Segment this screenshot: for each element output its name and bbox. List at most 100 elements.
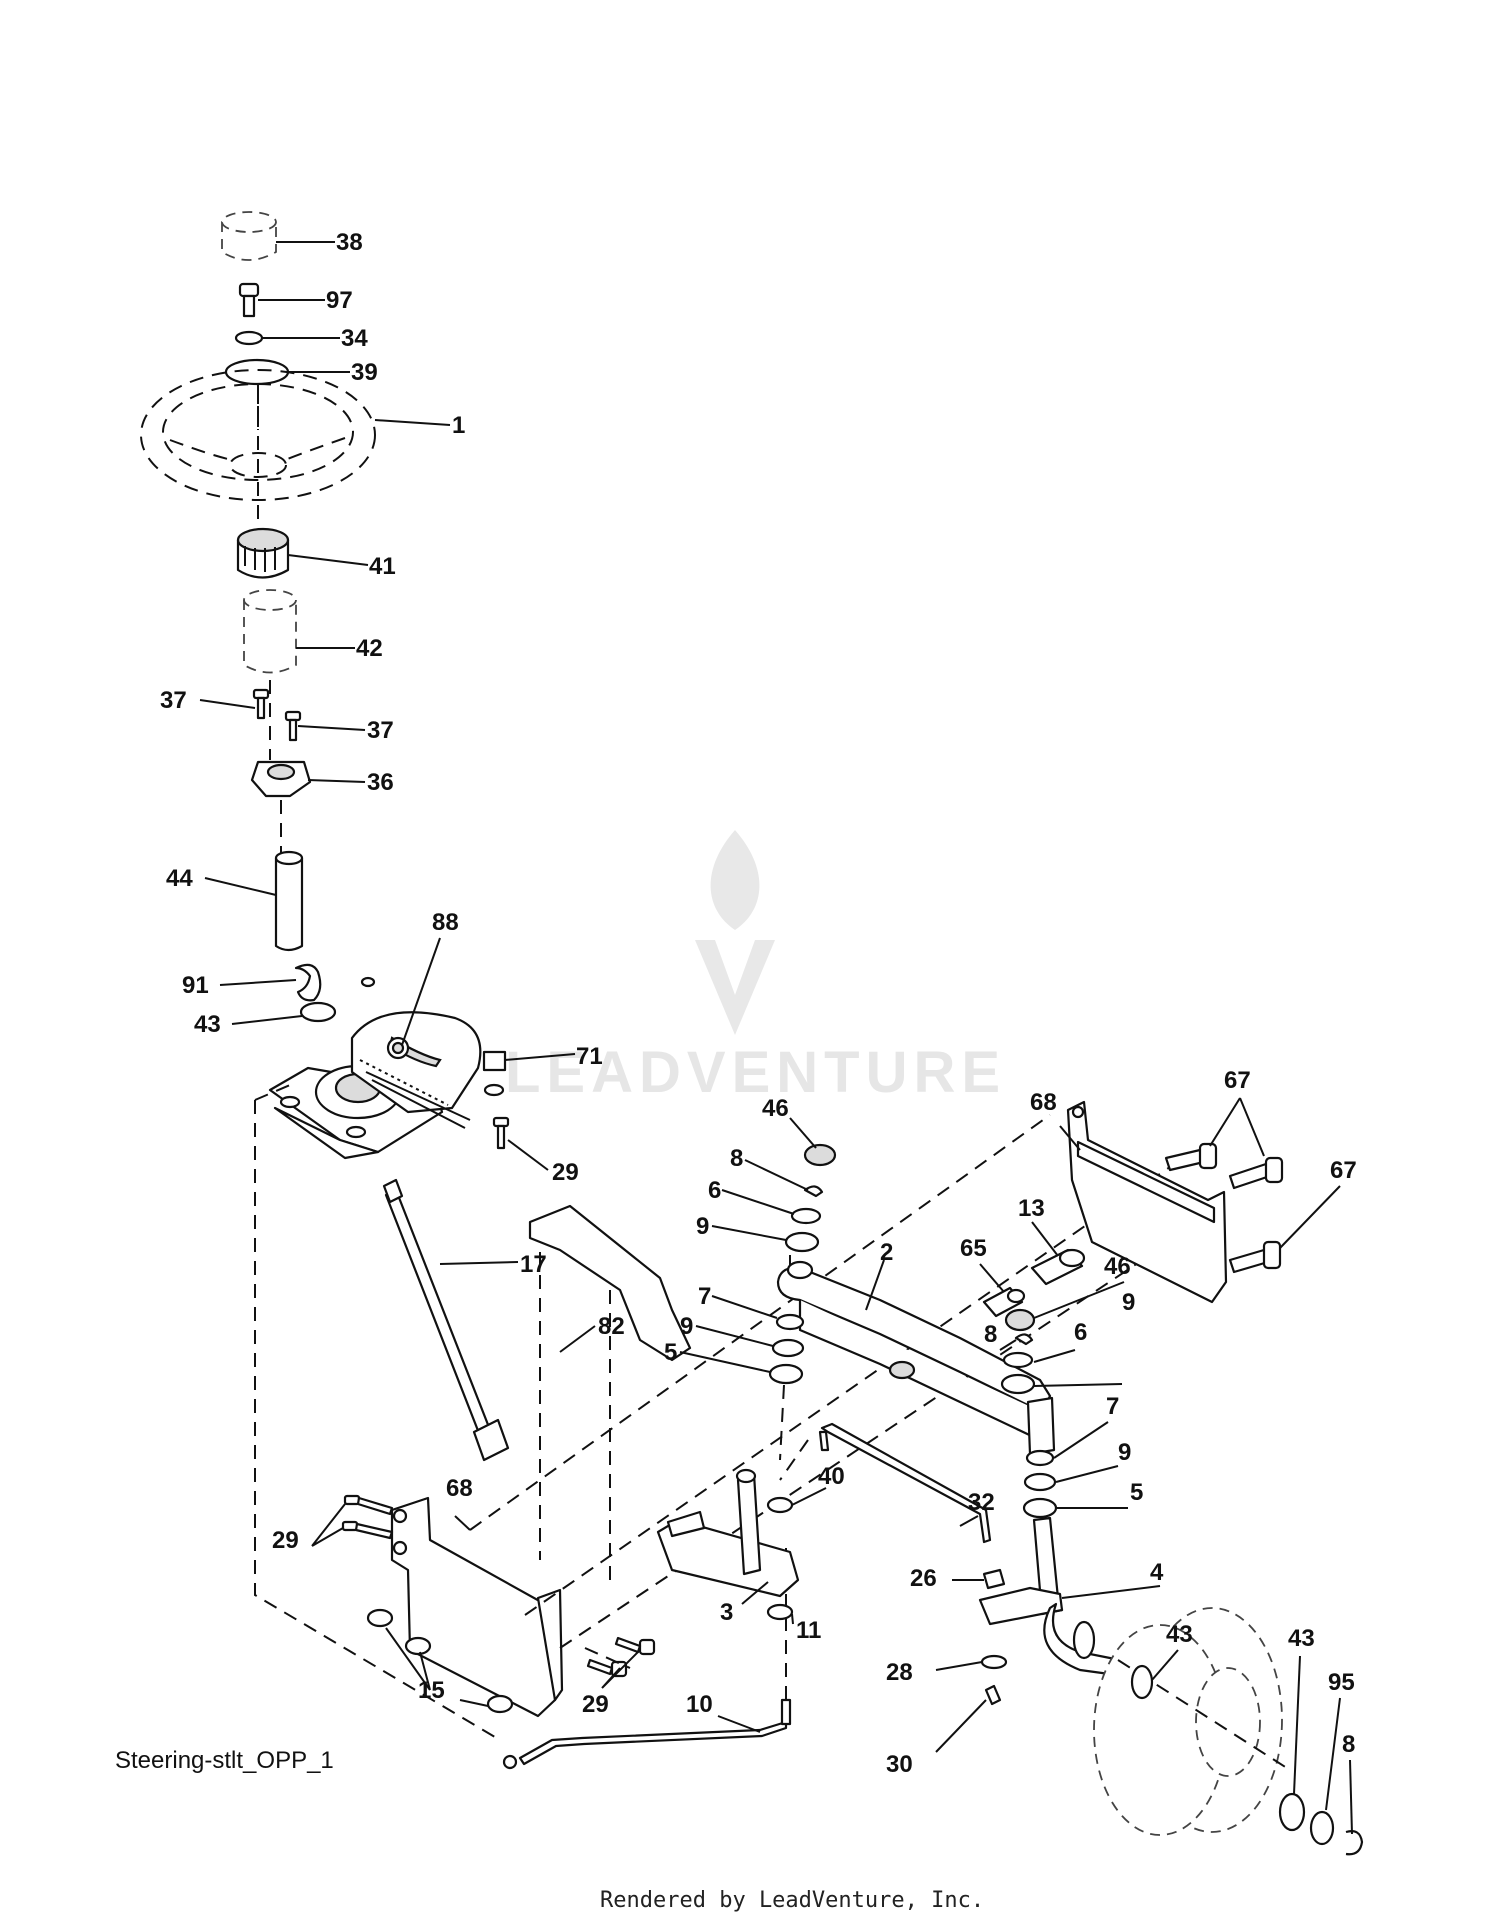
small-washer — [360, 976, 376, 988]
watermark-text: LEADVENTURE — [505, 1040, 1006, 1105]
bushing-part-7-right — [1025, 1449, 1055, 1467]
callout-43-spindle: 43 — [1166, 1621, 1193, 1648]
callout-5-left: 5 — [664, 1339, 677, 1366]
callout-82: 82 — [598, 1313, 625, 1340]
callout-67-right: 67 — [1330, 1157, 1357, 1184]
callout-97: 97 — [326, 287, 353, 314]
callout-68-lower: 68 — [446, 1475, 473, 1502]
mounting-plate-part-68-lower — [390, 1496, 564, 1718]
tie-rod-part-10 — [502, 1698, 792, 1770]
callout-5-right: 5 — [1130, 1479, 1143, 1506]
thrust-washer-part-5-left — [768, 1363, 804, 1385]
washer-part-6-right — [1002, 1351, 1034, 1369]
callout-95: 95 — [1328, 1669, 1355, 1696]
clip-part-8-wheel — [1345, 1830, 1364, 1856]
bolt-part-29-left — [341, 1494, 394, 1540]
leadventure-watermark: LEADVENTURE — [505, 830, 1006, 1105]
bolt-part-29-lower — [586, 1636, 656, 1678]
leader-lines — [199, 241, 1353, 1835]
bushing-part-7-left — [775, 1313, 805, 1331]
assembly-guide-top — [254, 1084, 291, 1101]
callout-9-left: 9 — [696, 1213, 709, 1240]
cap-part-46-left — [803, 1143, 837, 1167]
callout-9-left-lower: 9 — [680, 1313, 693, 1340]
callout-6-left: 6 — [708, 1177, 721, 1204]
washer-part-9-left — [784, 1231, 820, 1253]
bracket-part-82 — [528, 1204, 692, 1580]
pinion-shaft-part-17 — [382, 1178, 510, 1462]
callout-28: 28 — [886, 1659, 913, 1686]
callout-42: 42 — [356, 635, 383, 662]
nut-part-40 — [766, 1496, 794, 1514]
thrust-washer-part-5-right — [1022, 1497, 1058, 1519]
callout-41: 41 — [369, 553, 396, 580]
diagram-caption: Steering-stlt_OPP_1 — [115, 1747, 334, 1774]
guide-line-7 — [779, 1384, 785, 1461]
callout-67-upper: 67 — [1224, 1067, 1251, 1094]
footer-credit: Rendered by LeadVenture, Inc. — [600, 1888, 984, 1913]
steering-arm-part-3 — [656, 1468, 800, 1598]
screw-part-37-left — [252, 688, 270, 720]
callout-17: 17 — [520, 1251, 547, 1278]
bolt-part-67-b — [1228, 1156, 1284, 1190]
clip-part-8-right — [1014, 1333, 1034, 1346]
callout-9-right-lower: 9 — [1118, 1439, 1131, 1466]
clip-part-91 — [294, 963, 322, 1002]
callout-37-right: 37 — [367, 717, 394, 744]
callout-71: 71 — [576, 1043, 603, 1070]
callout-39: 39 — [351, 359, 378, 386]
callout-9-right: 9 — [1122, 1289, 1135, 1316]
washer-part-43-upper — [299, 1001, 337, 1023]
callout-37-left: 37 — [160, 687, 187, 714]
callout-8-left: 8 — [730, 1145, 743, 1172]
callout-38: 38 — [336, 229, 363, 256]
washer-part-43-inner — [1130, 1664, 1154, 1700]
callout-13: 13 — [1018, 1195, 1045, 1222]
bolt-part-67-a — [1164, 1142, 1218, 1172]
bolt-part-97 — [238, 282, 260, 318]
cap-part-38 — [221, 211, 277, 261]
callout-88: 88 — [432, 909, 459, 936]
callout-32: 32 — [968, 1489, 995, 1516]
callout-2: 2 — [880, 1239, 893, 1266]
callout-30: 30 — [886, 1751, 913, 1778]
steering-gear-part-71 — [268, 1011, 507, 1160]
callout-43-upper: 43 — [194, 1011, 221, 1038]
spacer-part-65 — [982, 1286, 1026, 1318]
callout-6-right: 6 — [1074, 1319, 1087, 1346]
guide-line-2 — [524, 1159, 1181, 1616]
washer-part-6-left — [790, 1207, 822, 1225]
cap-part-46-right — [1004, 1308, 1036, 1332]
bolt-part-29-upper — [492, 1116, 510, 1150]
guide-line-8 — [779, 1439, 809, 1481]
callout-36: 36 — [367, 769, 394, 796]
screw-part-37-right — [284, 710, 302, 742]
mounting-plate-part-68-upper — [1066, 1100, 1228, 1304]
callout-3: 3 — [720, 1599, 733, 1626]
bolt-part-67-c — [1228, 1240, 1282, 1274]
callout-8-wheel: 8 — [1342, 1731, 1355, 1758]
callout-29-upper: 29 — [552, 1159, 579, 1186]
callout-4: 4 — [1150, 1559, 1164, 1586]
spacer-part-13 — [1030, 1248, 1086, 1286]
steering-wheel-part-1 — [140, 369, 376, 501]
callout-11: 11 — [796, 1617, 821, 1644]
callout-7-right: 7 — [1106, 1393, 1119, 1420]
callout-40: 40 — [818, 1463, 845, 1490]
front-tire — [1093, 1607, 1291, 1836]
callout-26: 26 — [910, 1565, 937, 1592]
nut-part-15 — [366, 1608, 514, 1714]
steering-shaft-part-44 — [274, 850, 304, 952]
washer-part-43-outer — [1278, 1792, 1306, 1832]
callout-91: 91 — [182, 972, 209, 999]
callout-43-wheel: 43 — [1288, 1625, 1315, 1652]
callout-labels: 38 97 34 39 1 41 42 37 37 36 44 88 91 43… — [160, 229, 1357, 1778]
guide-line-4 — [584, 1647, 631, 1669]
washer-part-95 — [1309, 1810, 1335, 1846]
clip-part-8-left — [803, 1185, 824, 1198]
callout-8-right: 8 — [984, 1321, 997, 1348]
callout-29-lower: 29 — [582, 1691, 609, 1718]
callout-10: 10 — [686, 1691, 713, 1718]
grease-fitting-part-30 — [984, 1684, 1002, 1706]
callout-1: 1 — [452, 412, 465, 439]
